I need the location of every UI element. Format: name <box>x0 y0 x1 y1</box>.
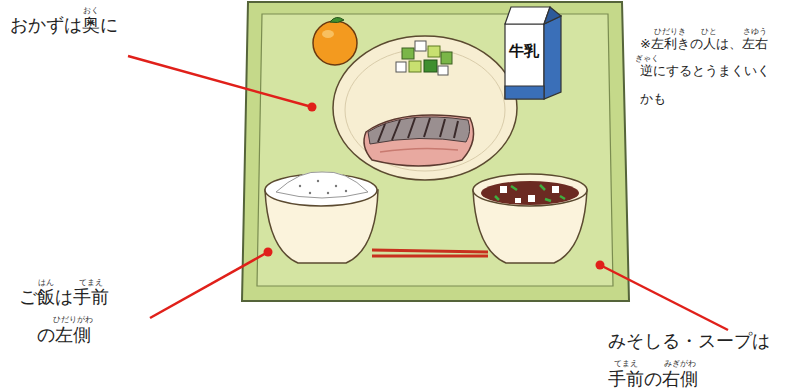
carton-label: 牛乳 <box>506 42 542 61</box>
furigana: ひだりき <box>654 28 686 36</box>
furigana: さゆう <box>743 28 767 36</box>
furigana: ぎゃく <box>635 55 659 63</box>
callout-text: おかずは奥に <box>10 6 150 44</box>
milk-carton: 牛乳 <box>504 4 562 100</box>
soup-bowl <box>473 174 587 263</box>
furigana: ひだりがわ <box>53 316 93 324</box>
rice-bowl <box>265 172 378 263</box>
furigana: おく <box>83 7 99 15</box>
orange <box>313 17 357 65</box>
chopsticks <box>372 250 488 256</box>
furigana: みぎがわ <box>664 360 696 368</box>
note-text: ※左利きの人は、左右逆にするとうまくいくかも <box>640 30 774 112</box>
leader-lines <box>128 56 728 330</box>
callout-text: みそしる・スープは手前の右側 <box>608 322 780 391</box>
main-dish-plate <box>333 36 517 180</box>
furigana: はん <box>38 279 54 287</box>
furigana: ひと <box>701 28 717 36</box>
tray <box>242 2 629 301</box>
furigana: てまえ <box>614 360 638 368</box>
tray-floor <box>257 14 613 286</box>
furigana: てまえ <box>79 279 103 287</box>
